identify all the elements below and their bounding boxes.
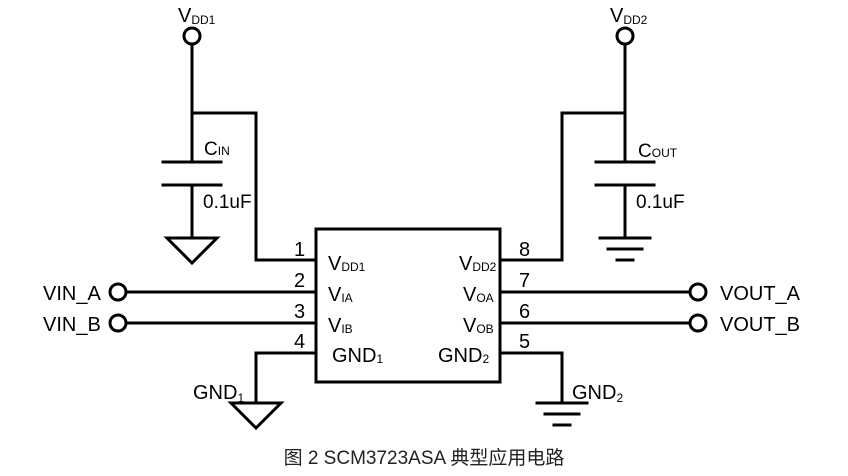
cout-ground-symbol [598, 236, 652, 262]
chip-right-pins: 8 7 6 5 VDD2 VOA VOB GND2 [438, 239, 530, 367]
gnd2-label: GND2 [572, 382, 623, 405]
figure-caption: 图 2 SCM3723ASA 典型应用电路 [284, 447, 565, 469]
pin-3-number: 3 [294, 301, 305, 323]
vout-a-label: VOUT_A [720, 283, 801, 305]
pin-5-name: GND2 [438, 345, 489, 367]
cout-capacitor: COUT 0.1uF [594, 141, 685, 240]
chip-body [314, 227, 502, 384]
pin-8-number: 8 [519, 239, 530, 261]
vdd2-wire [498, 42, 627, 262]
vin-a-label: VIN_A [43, 283, 101, 305]
pin-8-name: VDD2 [459, 253, 497, 275]
pin-6-number: 6 [519, 301, 530, 323]
vout-b-net: VOUT_B [498, 313, 800, 336]
pin-6-name: VOB [463, 315, 494, 337]
vin-b-net: VIN_B [43, 313, 318, 336]
cout-value: 0.1uF [636, 192, 685, 213]
vout-b-label: VOUT_B [720, 314, 800, 336]
pin-4-name: GND1 [332, 345, 383, 367]
svg-text:CIN: CIN [204, 139, 230, 160]
gnd1-label: GND1 [193, 382, 244, 405]
gnd2-net: GND2 [498, 351, 623, 427]
pin-7-name: VOA [463, 284, 494, 306]
pin-3-name: VIB [328, 315, 353, 337]
cin-ground-symbol [163, 236, 221, 266]
vdd2-terminal: VDD2 [610, 5, 648, 46]
vin-a-net: VIN_A [43, 282, 318, 305]
svg-text:COUT: COUT [638, 141, 678, 162]
pin-1-number: 1 [294, 239, 305, 261]
pin-4-number: 4 [294, 331, 305, 353]
pin-7-number: 7 [519, 270, 530, 292]
vout-a-net: VOUT_A [498, 282, 801, 305]
svg-text:VDD1: VDD1 [178, 5, 216, 27]
cin-value: 0.1uF [203, 192, 252, 213]
pin-5-number: 5 [519, 331, 530, 353]
cin-capacitor: CIN 0.1uF [161, 139, 252, 240]
gnd1-net: GND1 [193, 351, 318, 431]
chip-left-pins: 1 2 3 4 VDD1 VIA VIB GND1 [294, 239, 383, 367]
vdd1-wire [190, 42, 318, 262]
pin-2-name: VIA [328, 284, 353, 306]
svg-text:VDD2: VDD2 [610, 5, 648, 27]
pin-2-number: 2 [294, 270, 305, 292]
vin-b-label: VIN_B [43, 314, 101, 336]
vdd1-terminal: VDD1 [178, 5, 216, 46]
pin-1-name: VDD1 [328, 253, 366, 275]
